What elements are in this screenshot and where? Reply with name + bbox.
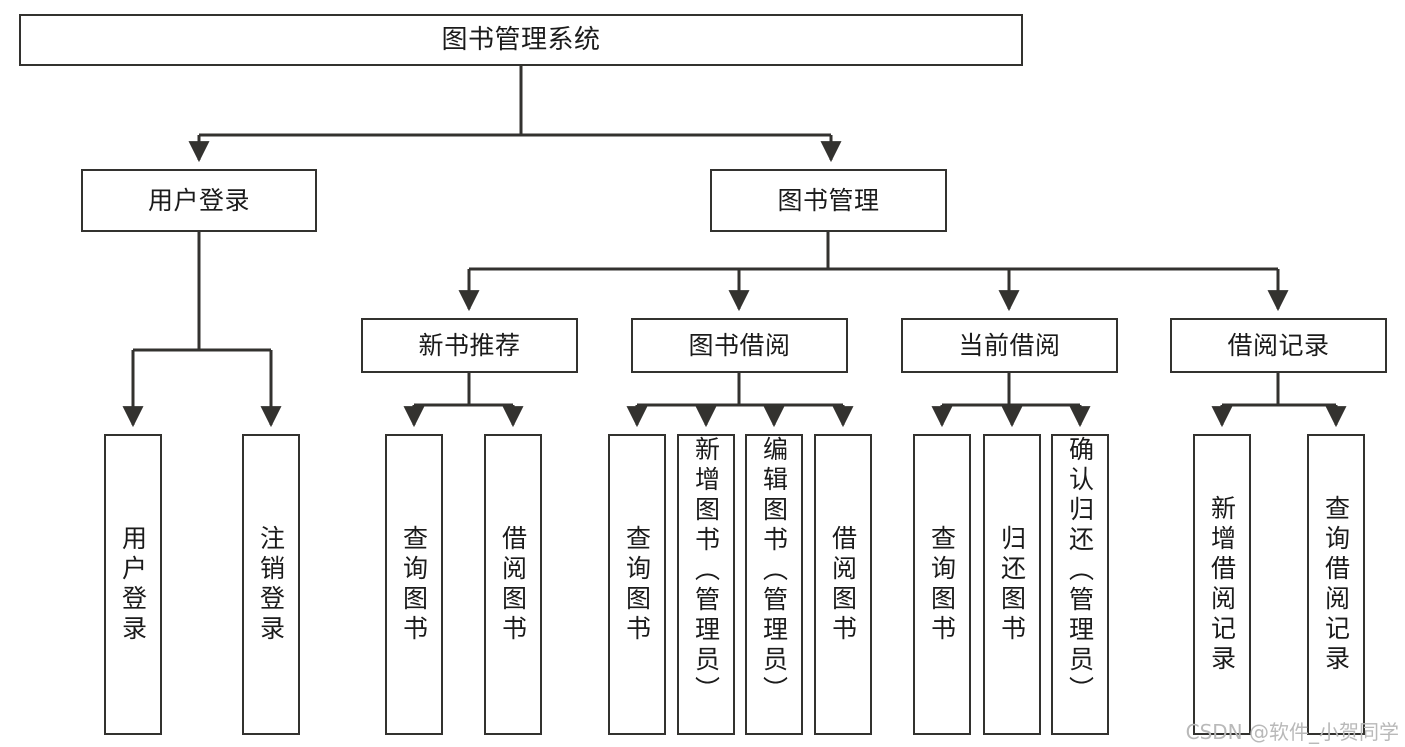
watermark: CSDN @软件_小贺同学: [1185, 720, 1399, 744]
node-leaf-borrow-book-label: 借阅图书: [828, 524, 858, 645]
node-root[interactable]: 图书管理系统: [19, 14, 1023, 66]
node-root-label: 图书管理系统: [441, 24, 601, 55]
node-leaf-logout-label: 注销登录: [256, 524, 286, 645]
node-leaf-return-book-label: 归还图书: [997, 524, 1027, 645]
node-leaf-confirm-return-admin[interactable]: 确认归还（管理员）: [1051, 434, 1109, 735]
node-book-manage[interactable]: 图书管理: [710, 169, 947, 232]
node-leaf-query-book-borrow-label: 查询图书: [622, 524, 652, 645]
node-leaf-edit-book-admin-label: 编辑图书（管理员）: [759, 436, 789, 706]
node-leaf-query-book-borrow[interactable]: 查询图书: [608, 434, 666, 735]
node-leaf-query-borrow-record-label: 查询借阅记录: [1321, 494, 1351, 675]
node-leaf-borrow-book-rec-label: 借阅图书: [498, 524, 528, 645]
node-user-login-label: 用户登录: [147, 186, 250, 215]
node-book-borrow-label: 图书借阅: [688, 331, 791, 360]
node-leaf-add-borrow-record-label: 新增借阅记录: [1207, 494, 1237, 675]
node-leaf-user-login-label: 用户登录: [118, 524, 148, 645]
node-leaf-add-book-admin-label: 新增图书（管理员）: [691, 436, 721, 706]
node-leaf-return-book[interactable]: 归还图书: [983, 434, 1041, 735]
node-new-book-rec[interactable]: 新书推荐: [361, 318, 578, 373]
node-leaf-borrow-book-rec[interactable]: 借阅图书: [484, 434, 542, 735]
node-leaf-query-book-rec[interactable]: 查询图书: [385, 434, 443, 735]
node-leaf-query-book-rec-label: 查询图书: [399, 524, 429, 645]
node-leaf-add-book-admin[interactable]: 新增图书（管理员）: [677, 434, 735, 735]
node-borrow-record-label: 借阅记录: [1227, 331, 1330, 360]
node-leaf-user-login[interactable]: 用户登录: [104, 434, 162, 735]
node-current-borrow[interactable]: 当前借阅: [901, 318, 1118, 373]
node-new-book-rec-label: 新书推荐: [418, 331, 521, 360]
node-leaf-query-borrow-record[interactable]: 查询借阅记录: [1307, 434, 1365, 735]
node-leaf-borrow-book[interactable]: 借阅图书: [814, 434, 872, 735]
node-leaf-logout[interactable]: 注销登录: [242, 434, 300, 735]
node-borrow-record[interactable]: 借阅记录: [1170, 318, 1387, 373]
node-leaf-confirm-return-admin-label: 确认归还（管理员）: [1065, 436, 1095, 706]
node-leaf-query-book-current-label: 查询图书: [927, 524, 957, 645]
node-leaf-query-book-current[interactable]: 查询图书: [913, 434, 971, 735]
node-leaf-add-borrow-record[interactable]: 新增借阅记录: [1193, 434, 1251, 735]
node-book-borrow[interactable]: 图书借阅: [631, 318, 848, 373]
node-user-login[interactable]: 用户登录: [81, 169, 317, 232]
node-leaf-edit-book-admin[interactable]: 编辑图书（管理员）: [745, 434, 803, 735]
node-current-borrow-label: 当前借阅: [958, 331, 1061, 360]
node-book-manage-label: 图书管理: [777, 186, 880, 215]
